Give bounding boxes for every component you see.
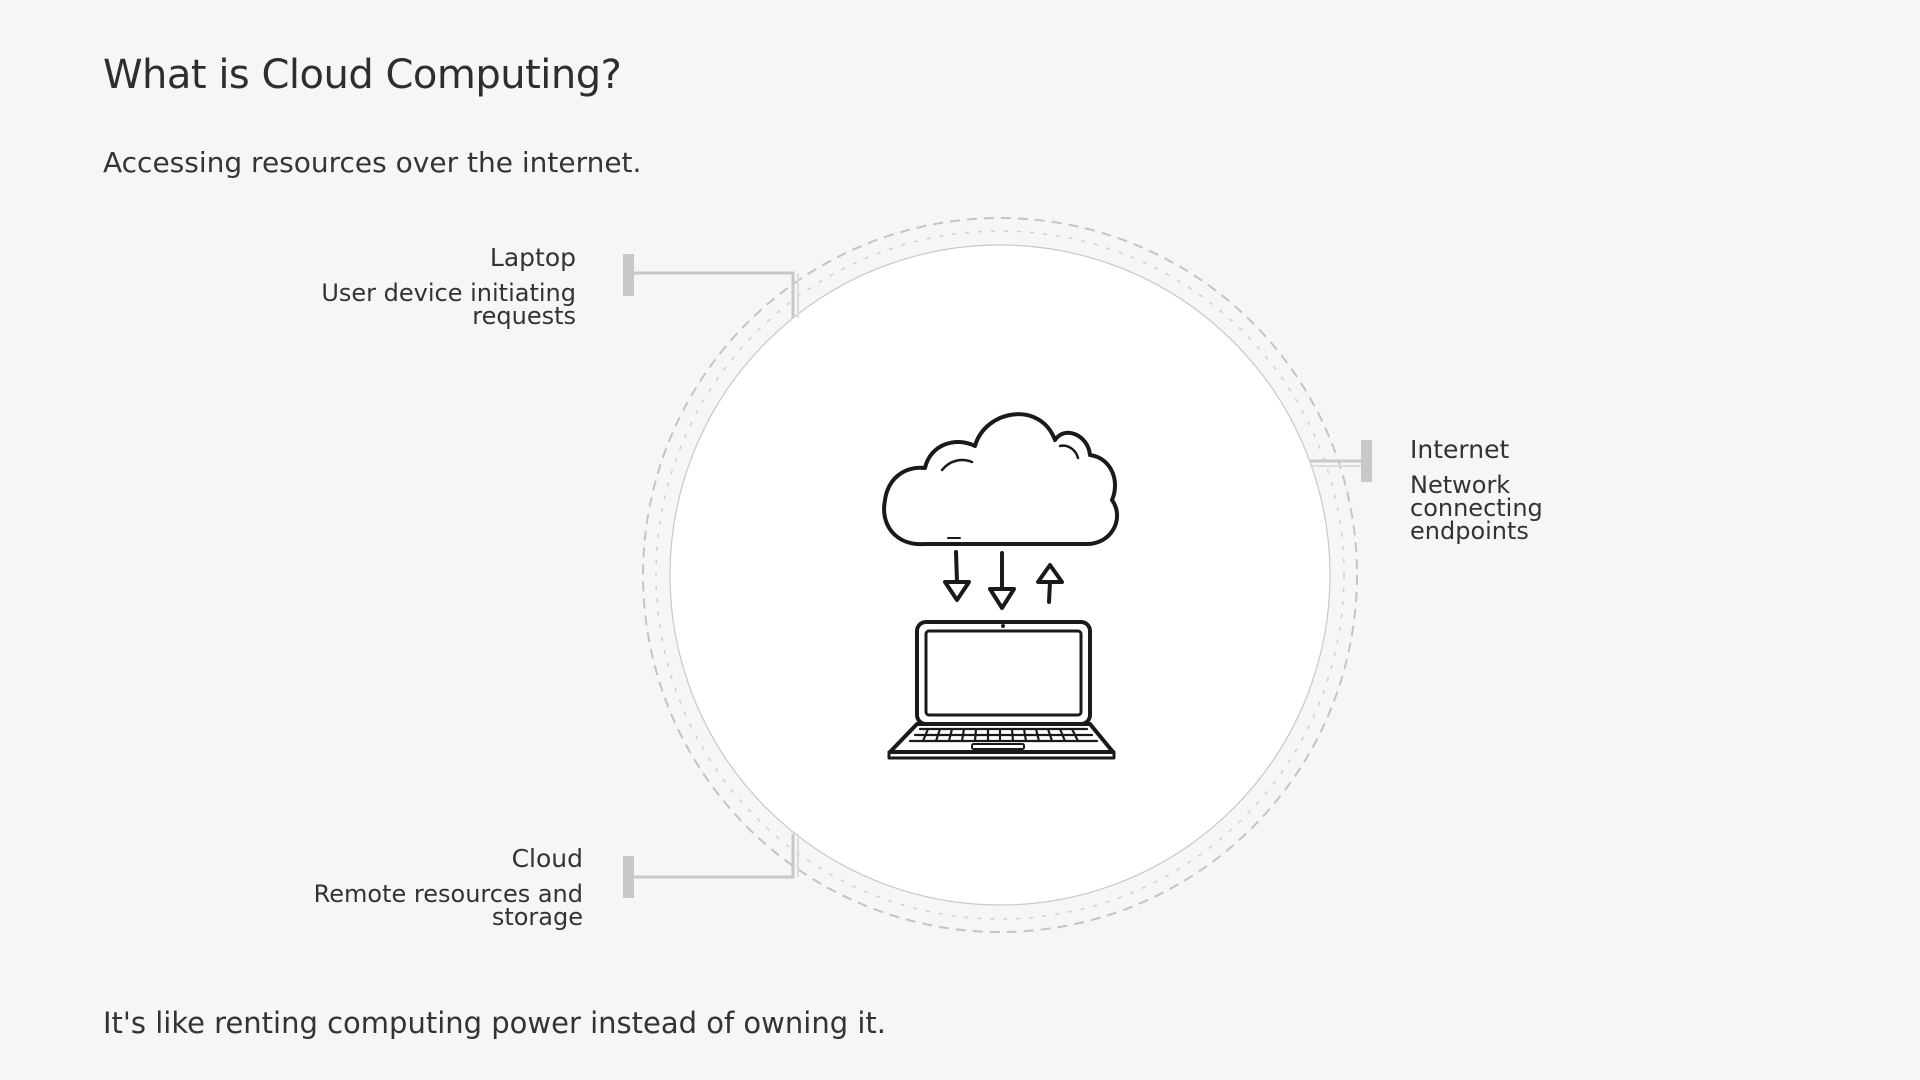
callout-laptop-description: User device initiating requests (321, 279, 576, 330)
outer-dashed-ring (642, 217, 1358, 933)
internet-connector (1310, 440, 1372, 482)
slide-footer: It's like renting computing power instea… (103, 1006, 886, 1040)
slide-subtitle: Accessing resources over the internet. (103, 146, 642, 179)
slide-title: What is Cloud Computing? (103, 52, 622, 98)
upload-arrow-icon (1036, 563, 1064, 604)
callout-internet-description: Network connecting endpoints (1410, 471, 1543, 545)
callout-cloud: Cloud Remote resources and storage (300, 844, 583, 931)
callout-internet: Internet Network connecting endpoints (1410, 435, 1650, 545)
callout-laptop: Laptop User device initiating requests (300, 243, 576, 330)
download-arrow-icon (943, 550, 971, 602)
cloud-icon (882, 412, 1119, 547)
laptop-icon (887, 620, 1116, 760)
inner-dashed-ring (655, 230, 1345, 920)
laptop-connector (623, 254, 799, 318)
download-arrow-icon (988, 551, 1016, 610)
callout-cloud-name: Cloud (511, 844, 583, 873)
callout-internet-name: Internet (1410, 435, 1510, 464)
callout-laptop-name: Laptop (489, 243, 576, 272)
callout-cloud-description: Remote resources and storage (313, 880, 583, 931)
cloud-connector (623, 834, 799, 898)
